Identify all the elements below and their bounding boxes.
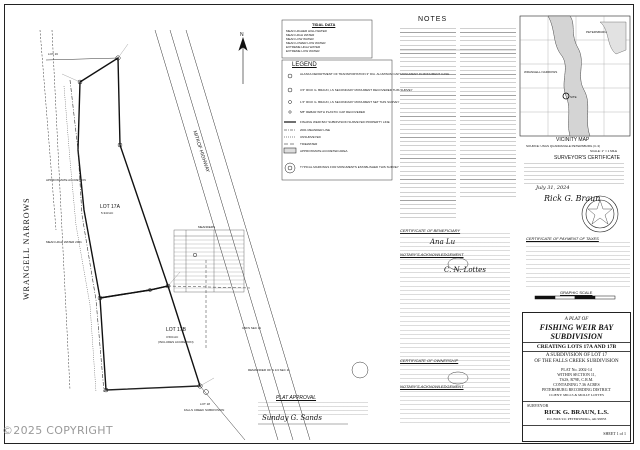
notes-title: NOTES xyxy=(418,16,448,23)
legend-item: APPROXIMATE ACCRETED AREA xyxy=(300,149,348,153)
meanders-title: MEANDERS xyxy=(198,225,216,229)
cert-body-left xyxy=(400,233,510,423)
tidal-line: MEAN LOW WATER xyxy=(286,37,314,41)
cert-body-right xyxy=(526,242,630,288)
monument-symbols xyxy=(77,55,209,395)
beneficiary-signature: Ana Lu xyxy=(430,238,456,246)
lot-17a-label: LOT 17A xyxy=(100,204,120,210)
title-client: CLIENT: MILLS & MOLLY LOTTES xyxy=(549,393,604,397)
lot-17b-boundary xyxy=(99,285,201,391)
cert-notary2-title: NOTARY'S ACKNOWLEDGEMENT xyxy=(400,384,464,389)
lot-18-label: LOT 18 xyxy=(200,402,210,406)
sheet-border xyxy=(4,4,634,444)
surveyor-signature: Rick G. Braun xyxy=(544,194,601,203)
tidal-data-box xyxy=(281,19,373,59)
legend-item: ALASKA DEPARTMENT OF TRANSPORTATION 3" D… xyxy=(300,72,450,76)
meander-line xyxy=(69,79,105,393)
vicinity-label-site: SITE xyxy=(570,95,577,99)
copyright-watermark: ©2025 COPYRIGHT xyxy=(2,424,113,437)
vicinity-label-petersburg: PETERSBURG xyxy=(586,30,607,34)
lot-17b-area: 3.504 AC xyxy=(166,335,179,339)
title-line-1: A PLAT OF xyxy=(564,317,589,322)
surveyor-label: SURVEYOR xyxy=(527,403,549,408)
vicinity-label-wrangell: WRANGELL NARROWS xyxy=(524,70,558,74)
surveyor-address: P.O. BOX 911 PETERSBURG, AK 99833 xyxy=(546,417,607,421)
surveyor-cert-date: July 31, 2024 xyxy=(536,185,570,191)
title-township: T62S, R79E, C.R.M. xyxy=(559,377,594,382)
title-district: PETERSBURG RECORDING DISTRICT xyxy=(542,387,611,392)
legend-item: FISHING WEIR BAY SUBDIVISION SURVEYED PR… xyxy=(300,120,390,124)
svg-text:N: N xyxy=(240,32,244,38)
graphic-scale-bar xyxy=(534,295,616,300)
water-label: WRANGELL NARROWS xyxy=(22,197,31,300)
lot-17a-boundary xyxy=(77,56,169,299)
plat-number: PLAT No. 2002-14 xyxy=(561,367,592,372)
surveyor-name: RICK G. BRAUN, L.S. xyxy=(544,409,609,416)
legend-item: 1.5" RICK G. BRAUN, LS SECONDARY MONUMEN… xyxy=(300,100,400,104)
title-line-3: SUBDIVISION xyxy=(550,332,603,341)
title-line-6: OF THE FALLS CREEK SUBDIVISION xyxy=(534,359,619,364)
notes-body-left xyxy=(400,28,456,218)
title-line-4: CREATING LOTS 17A AND 17B xyxy=(536,344,617,350)
legend-item: TYPICAL MARKINGS FOR MONUMENTS ESTABLISH… xyxy=(300,165,399,169)
approx-accretion-note: APPROXIMATE ACCRETION xyxy=(46,178,86,182)
meanders-table xyxy=(173,229,245,293)
highway-row xyxy=(39,29,311,441)
tidal-data-title: TIDAL DATA xyxy=(312,22,336,27)
mhw-note: MEAN HIGH WATER 2001 xyxy=(46,240,82,244)
tidal-line: MEAN LOWER LOW WATER xyxy=(286,41,326,45)
vicinity-source: SOURCE: USGS QUADRANGLE PETERSBURG (C-3) xyxy=(526,144,601,148)
legend-box xyxy=(281,59,393,181)
lot-17a-area: 5.343 AC xyxy=(101,211,114,215)
remainder-label: REMAINDER OF S 1/4 SEC 11 xyxy=(248,368,290,372)
title-line-5: A SUBDIVISION OF LOT 17 xyxy=(545,353,608,358)
graphic-scale-title: GRAPHIC SCALE xyxy=(560,290,593,295)
tidal-line: MEAN HIGHER HIGH WATER xyxy=(286,29,327,33)
surveyor-cert-title: SURVEYOR'S CERTIFICATE xyxy=(554,155,620,161)
legend-item: 3.5" RICK G. BRAUN, LS SECONDARY MONUMEN… xyxy=(300,88,413,92)
cert-beneficiary-title: CERTIFICATE OF BENEFICIARY xyxy=(400,228,461,233)
approval-signature: Sunday G. Sands xyxy=(262,414,322,422)
legend-item: 5/8" REBAR WITH PLASTIC CAP RECOVERED xyxy=(300,110,366,114)
tidal-line: EXTREME LOW WATER xyxy=(286,49,320,53)
notes-body-right xyxy=(460,28,516,198)
surveyor-seal xyxy=(581,195,619,233)
tidal-line: EXTREME HIGH WATER xyxy=(286,45,321,49)
vicinity-title: VICINITY MAP xyxy=(556,137,590,143)
title-section: WITHIN SECTION 11, xyxy=(557,372,596,377)
tidal-line: MEAN HIGH WATER xyxy=(286,33,315,37)
legend-item: UNSURVEYED xyxy=(300,135,321,139)
vicinity-map xyxy=(519,15,631,137)
legend-item: 2001 MEANDER LINE xyxy=(300,128,331,132)
title-block: A PLAT OF FISHING WEIR BAY SUBDIVISION C… xyxy=(522,312,631,442)
lot-17b-subtext: (INCLUDES ACCRETION) xyxy=(158,340,194,344)
legend-title: LEGEND xyxy=(292,62,317,68)
lot-17b-label: LOT 17B xyxy=(166,327,186,333)
mhw-line xyxy=(63,85,97,393)
plat-approval-body xyxy=(258,402,368,416)
vicinity-scale: SCALE: 1" = 1 MILE xyxy=(590,149,618,153)
legend-item: TIDEWATER xyxy=(300,142,318,146)
cert-payment-title: CERTIFICATE OF PAYMENT OF TAXES xyxy=(526,236,599,241)
plat-approval-title: PLAT APPROVAL xyxy=(276,395,317,401)
north-arrow: N xyxy=(238,32,248,84)
cert-ownership-title: CERTIFICATE OF OWNERSHIP xyxy=(400,358,459,363)
surveyor-cert-body xyxy=(524,163,624,185)
cert-notary1-title: NOTARY'S ACKNOWLEDGEMENT xyxy=(400,252,464,257)
usfs-label: USFS SEC 11 xyxy=(242,326,261,330)
sheet-number: SHEET 1 of 1 xyxy=(603,431,626,436)
title-line-2: FISHING WEIR BAY xyxy=(539,323,614,332)
notary1-signature: C. N. Lottes xyxy=(444,266,486,274)
title-contains: CONTAINING 7.36 ACRES xyxy=(553,382,600,387)
falls-creek-label: FALLS CREEK SUBDIVISION xyxy=(184,408,225,412)
lot-16-label: LOT 16 xyxy=(48,52,58,56)
